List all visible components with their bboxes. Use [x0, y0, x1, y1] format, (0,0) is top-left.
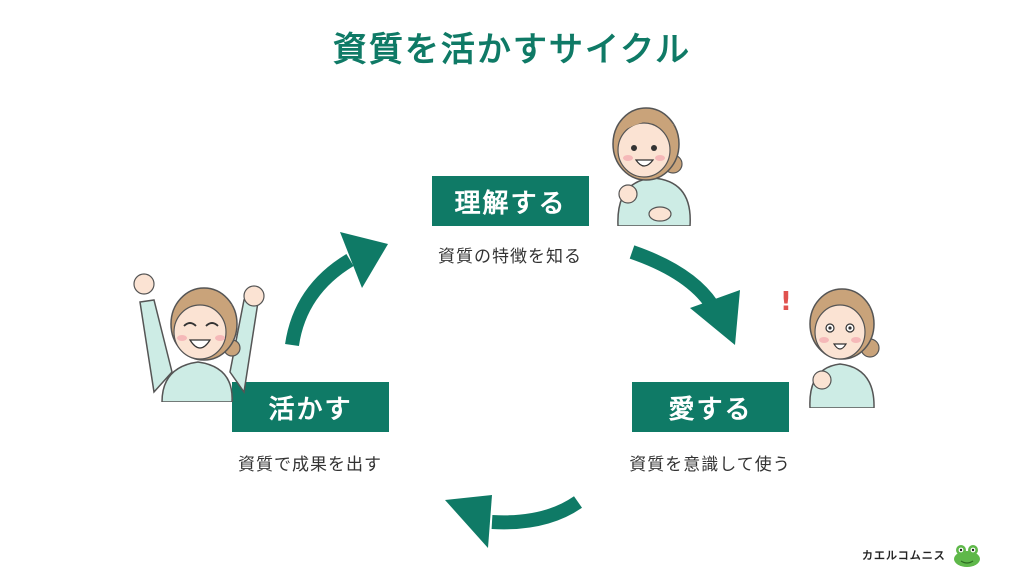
brand-logo: カエルコムニス — [862, 542, 982, 568]
person-smiling-illustration — [612, 107, 691, 226]
step-understand-description: 資質の特徴を知る — [438, 247, 582, 267]
step-understand-box: 理解する — [432, 176, 589, 226]
step-love-box: 愛する — [632, 382, 789, 432]
arrow-use-to-understand — [285, 232, 388, 347]
arrow-understand-to-love — [629, 245, 740, 345]
step-use-description: 資質で成果を出す — [238, 455, 382, 475]
frog-icon — [953, 545, 980, 567]
exclamation-mark: ! — [780, 287, 792, 317]
person-cheering-illustration — [133, 273, 265, 402]
brand-logo-text: カエルコムニス — [862, 549, 946, 562]
step-use-box: 活かす — [232, 382, 389, 432]
arrow-love-to-use — [445, 495, 583, 548]
diagram-title: 資質を活かすサイクル — [332, 30, 692, 70]
step-love-description: 資質を意識して使う — [629, 455, 791, 475]
person-surprised-illustration: ! — [780, 287, 880, 408]
